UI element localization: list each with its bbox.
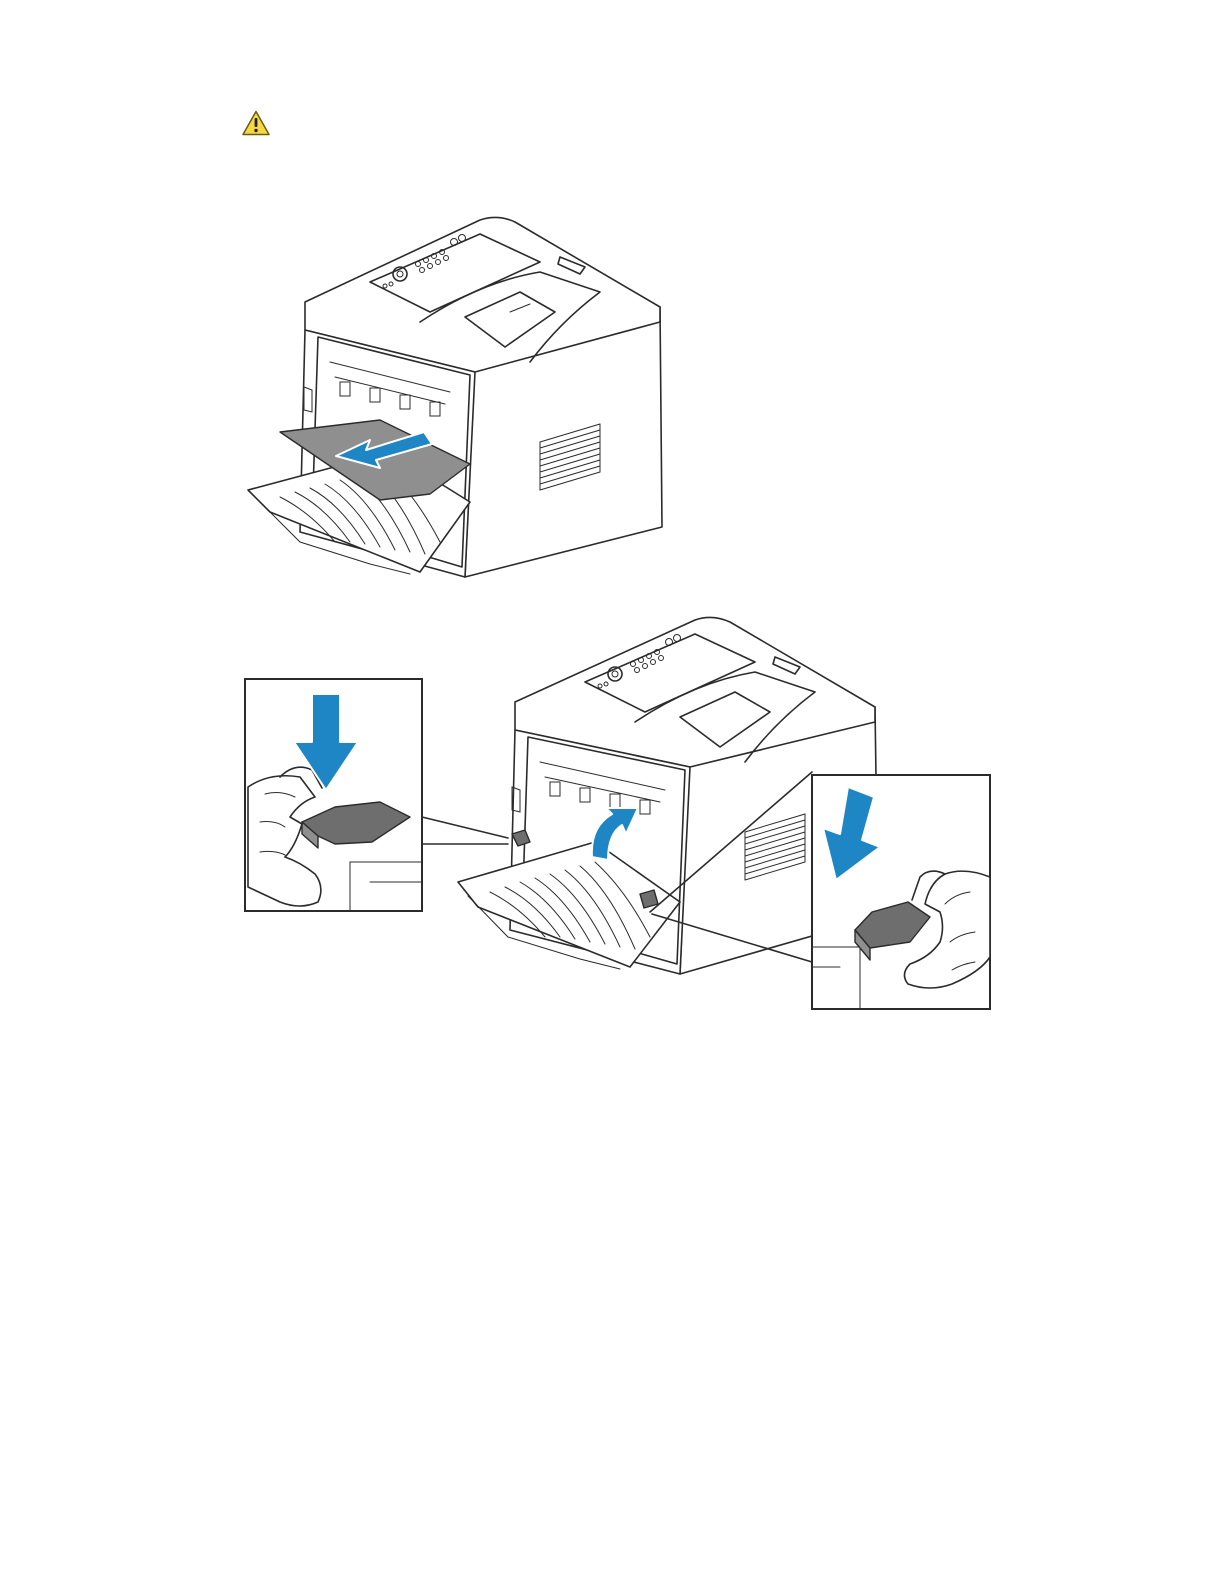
printer-rear-open-illustration — [248, 217, 662, 577]
right-lever-inset — [812, 775, 990, 1009]
figure-remove-jammed-paper — [240, 212, 670, 582]
warning-triangle-icon — [242, 110, 270, 136]
left-lever-inset — [245, 679, 422, 911]
figure-close-fuser-levers — [240, 612, 996, 1014]
